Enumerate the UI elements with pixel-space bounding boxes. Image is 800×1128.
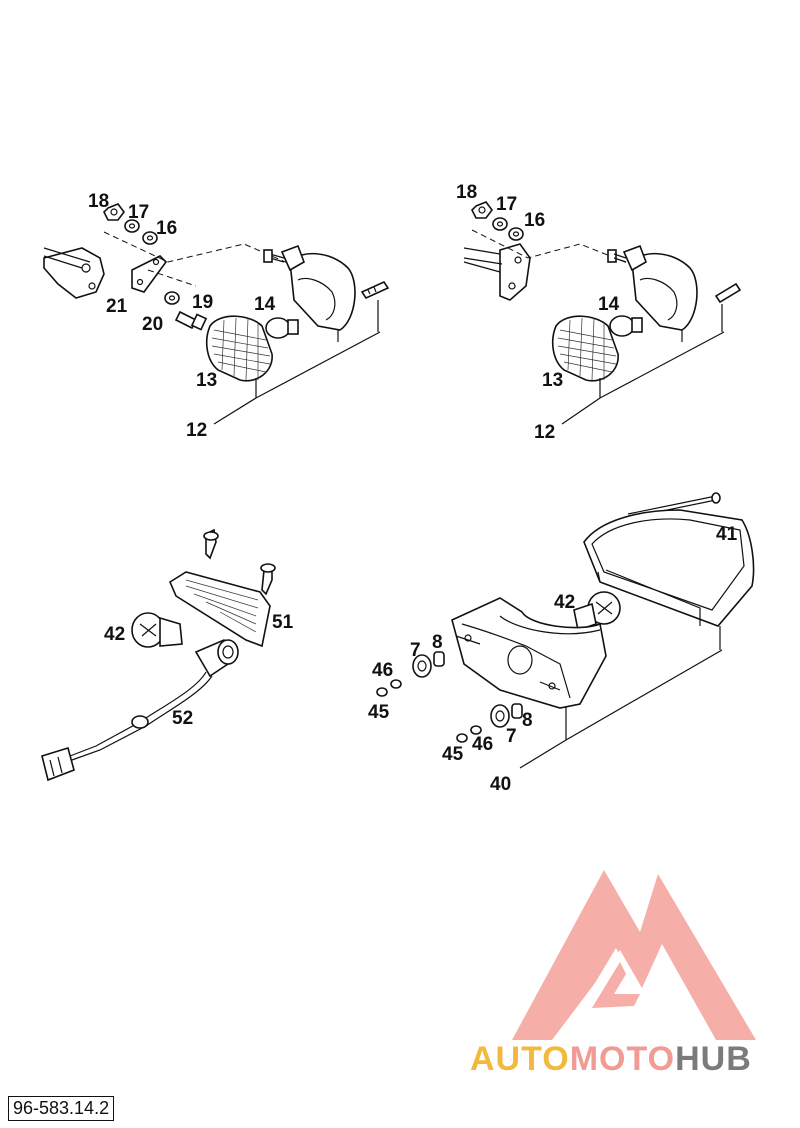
label-21: 21 — [106, 296, 128, 317]
nut-46 — [470, 725, 482, 735]
label-18: 18 — [456, 182, 477, 203]
label-51: 51 — [272, 612, 294, 633]
indicator-housing — [263, 244, 356, 331]
screw-19 — [174, 310, 198, 330]
bracket-plate-21 — [131, 255, 168, 293]
licence-plate-light-assembly — [41, 528, 276, 782]
grommet-7 — [412, 654, 432, 678]
label-16: 16 — [156, 218, 177, 239]
part-labels: 18 17 16 21 20 19 14 13 12 18 17 16 14 1… — [88, 182, 738, 795]
label-13: 13 — [196, 370, 217, 391]
lamp-housing-51 — [168, 571, 271, 648]
label-41: 41 — [716, 524, 738, 545]
washer-45 — [376, 687, 388, 697]
label-18: 18 — [88, 191, 109, 212]
spacer-8 — [433, 651, 445, 667]
frame-bracket — [499, 243, 531, 301]
washer-45 — [456, 733, 468, 743]
cable-52 — [41, 671, 213, 782]
label-16: 16 — [524, 210, 545, 231]
frame-bracket — [43, 247, 105, 299]
grommet-7 — [490, 704, 510, 728]
nut-18 — [103, 203, 125, 221]
label-46: 46 — [472, 734, 493, 755]
nut-46 — [390, 679, 402, 689]
spacer-8 — [511, 703, 523, 719]
diagram-reference-code: 96-583.14.2 — [8, 1096, 115, 1121]
label-46: 46 — [372, 660, 393, 681]
washer-20 — [164, 291, 180, 305]
washer-16 — [142, 231, 158, 245]
label-14: 14 — [598, 294, 620, 315]
label-42: 42 — [104, 624, 125, 645]
label-8: 8 — [432, 632, 443, 653]
bulb-socket — [194, 638, 239, 678]
label-8: 8 — [522, 710, 533, 731]
watermark-wordmark: AUTOMOTOHUB — [470, 1040, 752, 1079]
long-screw — [627, 495, 717, 515]
nut-18 — [471, 201, 493, 219]
automotohub-logo — [512, 870, 756, 1040]
lens-13 — [551, 315, 619, 382]
lens-13 — [205, 315, 273, 382]
indicator-assembly-right — [463, 201, 742, 425]
washer-16 — [508, 227, 524, 241]
label-17: 17 — [128, 202, 149, 223]
wordmark-moto: MOTO — [569, 1040, 676, 1078]
label-12: 12 — [186, 420, 207, 441]
tail-light-assembly — [376, 492, 755, 769]
indicator-housing — [607, 244, 698, 331]
label-13: 13 — [542, 370, 563, 391]
tail-lens-41 — [583, 509, 755, 627]
tail-light-base-40 — [451, 597, 607, 709]
bulb-14 — [609, 315, 643, 337]
label-17: 17 — [496, 194, 517, 215]
label-7: 7 — [506, 726, 517, 747]
label-14: 14 — [254, 294, 276, 315]
label-12: 12 — [534, 422, 555, 443]
washer-17 — [124, 219, 140, 233]
label-42: 42 — [554, 592, 575, 613]
bulb-14 — [265, 317, 299, 339]
wordmark-hub: HUB — [675, 1040, 752, 1078]
indicator-assembly-left — [43, 203, 390, 425]
label-45: 45 — [368, 702, 390, 723]
label-20: 20 — [142, 314, 163, 335]
label-40: 40 — [490, 774, 511, 795]
label-19: 19 — [192, 292, 213, 313]
label-45: 45 — [442, 744, 464, 765]
housing-screw — [714, 282, 742, 304]
washer-17 — [492, 217, 508, 231]
label-52: 52 — [172, 708, 193, 729]
bulb-42 — [131, 612, 183, 648]
bulb-42 — [573, 591, 621, 632]
label-7: 7 — [410, 640, 421, 661]
wordmark-auto: AUTO — [470, 1040, 570, 1078]
